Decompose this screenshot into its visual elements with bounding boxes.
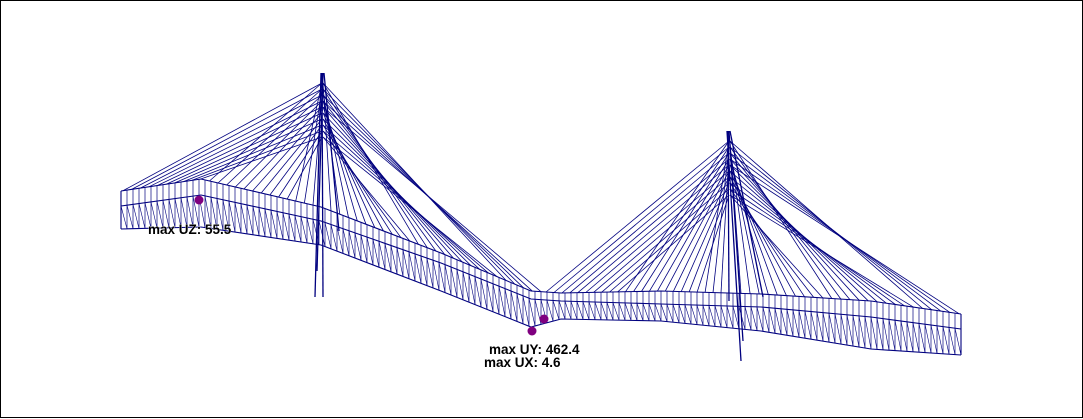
pylons xyxy=(314,72,764,362)
max-uy-label: max UY: 462.4 xyxy=(489,342,580,357)
deck-diagonal-braces xyxy=(120,195,962,356)
stay-cables xyxy=(122,82,960,315)
max-uz-label: max UZ: 55.5 xyxy=(148,222,232,237)
max-uz-marker xyxy=(194,195,204,205)
max-ux-label: max UX: 4.6 xyxy=(484,355,561,370)
max-uy-marker xyxy=(539,314,549,324)
deck-cross-ribs xyxy=(120,179,962,355)
max-ux-marker xyxy=(527,326,537,336)
